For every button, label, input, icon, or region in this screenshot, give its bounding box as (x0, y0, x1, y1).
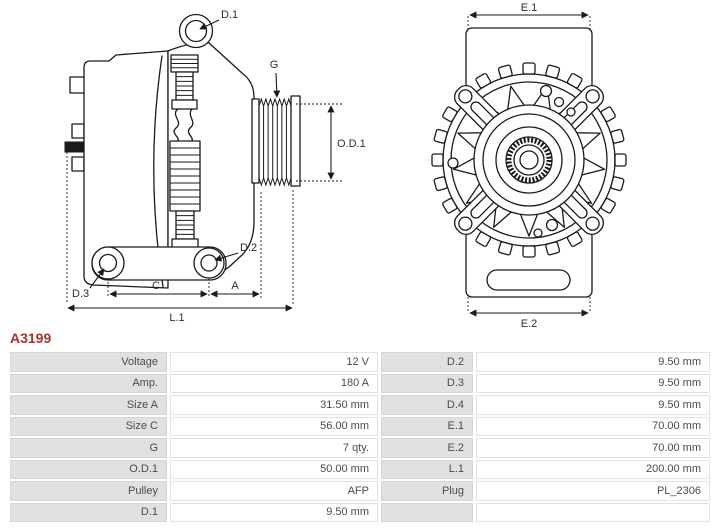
side-view: D.1 G O.D.1 D.2 D.3 C A L.1 (64, 9, 366, 324)
leader-d2 (214, 252, 239, 262)
spec-label-cell (381, 502, 473, 522)
spec-table: Voltage 12 V D.2 9.50 mm Amp. 180 A D.3 … (10, 352, 710, 522)
threaded-stud (64, 141, 84, 153)
spec-value-cell: AFP (170, 481, 378, 501)
leader-d1 (199, 19, 220, 30)
spec-label-cell: E.1 (381, 416, 473, 436)
lug-d2-hole (200, 254, 218, 272)
spec-label-cell: O.D.1 (10, 459, 167, 479)
spec-label-cell: D.4 (381, 395, 473, 415)
terminal-block (71, 156, 85, 172)
pulley (251, 95, 301, 187)
dim-label-g: G (270, 59, 279, 71)
spec-value-cell: 31.50 mm (170, 395, 378, 415)
spec-value-cell: 9.50 mm (170, 502, 378, 522)
dim-label-d2: D.2 (240, 242, 257, 254)
technical-drawing: D.1 G O.D.1 D.2 D.3 C A L.1 (64, 2, 627, 330)
pulley-ribs (258, 97, 292, 187)
spec-label-cell: Amp. (10, 373, 167, 393)
spec-value-cell: 200.00 mm (476, 459, 710, 479)
front-view: E.1 E.2 (431, 2, 627, 330)
spec-label-cell: E.2 (381, 438, 473, 458)
shaft-splines (506, 137, 552, 183)
extension-lines (66, 103, 342, 304)
shaft-hub (473, 104, 585, 216)
spec-label-cell: D.2 (381, 352, 473, 372)
dim-label-d1: D.1 (221, 9, 238, 21)
spec-value-cell: 70.00 mm (476, 416, 710, 436)
spec-label-cell: Voltage (10, 352, 167, 372)
spec-value-cell: 12 V (170, 352, 378, 372)
spec-value-cell: 50.00 mm (170, 459, 378, 479)
dim-label-od1: O.D.1 (337, 138, 366, 150)
bracket-slot (486, 269, 571, 291)
spec-value-cell: PL_2306 (476, 481, 710, 501)
lug-d3-hole (98, 253, 118, 273)
leader-g (273, 72, 281, 98)
bolt-holes (447, 84, 576, 238)
terminal-block (71, 123, 85, 139)
spec-label-cell: Size C (10, 416, 167, 436)
spec-label-cell: D.1 (10, 502, 167, 522)
part-number: A3199 (10, 330, 52, 346)
spec-value-cell: 9.50 mm (476, 352, 710, 372)
spec-label-cell: Pulley (10, 481, 167, 501)
spec-value-cell: 7 qty. (170, 438, 378, 458)
spec-label-cell: Plug (381, 481, 473, 501)
spec-label-cell: L.1 (381, 459, 473, 479)
dim-label-e2: E.2 (521, 318, 538, 330)
spec-value-cell: 70.00 mm (476, 438, 710, 458)
spec-value-cell: 56.00 mm (170, 416, 378, 436)
rear-housing (83, 50, 169, 289)
leader-d3 (89, 268, 105, 289)
dim-label-e1: E.1 (521, 2, 538, 14)
spec-label-cell: Size A (10, 395, 167, 415)
spec-value-cell: 180 A (170, 373, 378, 393)
shaft-bore (519, 150, 539, 170)
dim-label-l1: L.1 (169, 312, 184, 324)
spec-label-cell: G (10, 438, 167, 458)
spec-value-cell (476, 502, 710, 522)
dim-label-a: A (231, 280, 239, 292)
dim-label-d3: D.3 (72, 288, 89, 300)
spec-label-cell: D.3 (381, 373, 473, 393)
top-lug-hole (184, 19, 208, 43)
dim-label-c: C (152, 280, 160, 292)
spec-value-cell: 9.50 mm (476, 373, 710, 393)
spec-value-cell: 9.50 mm (476, 395, 710, 415)
